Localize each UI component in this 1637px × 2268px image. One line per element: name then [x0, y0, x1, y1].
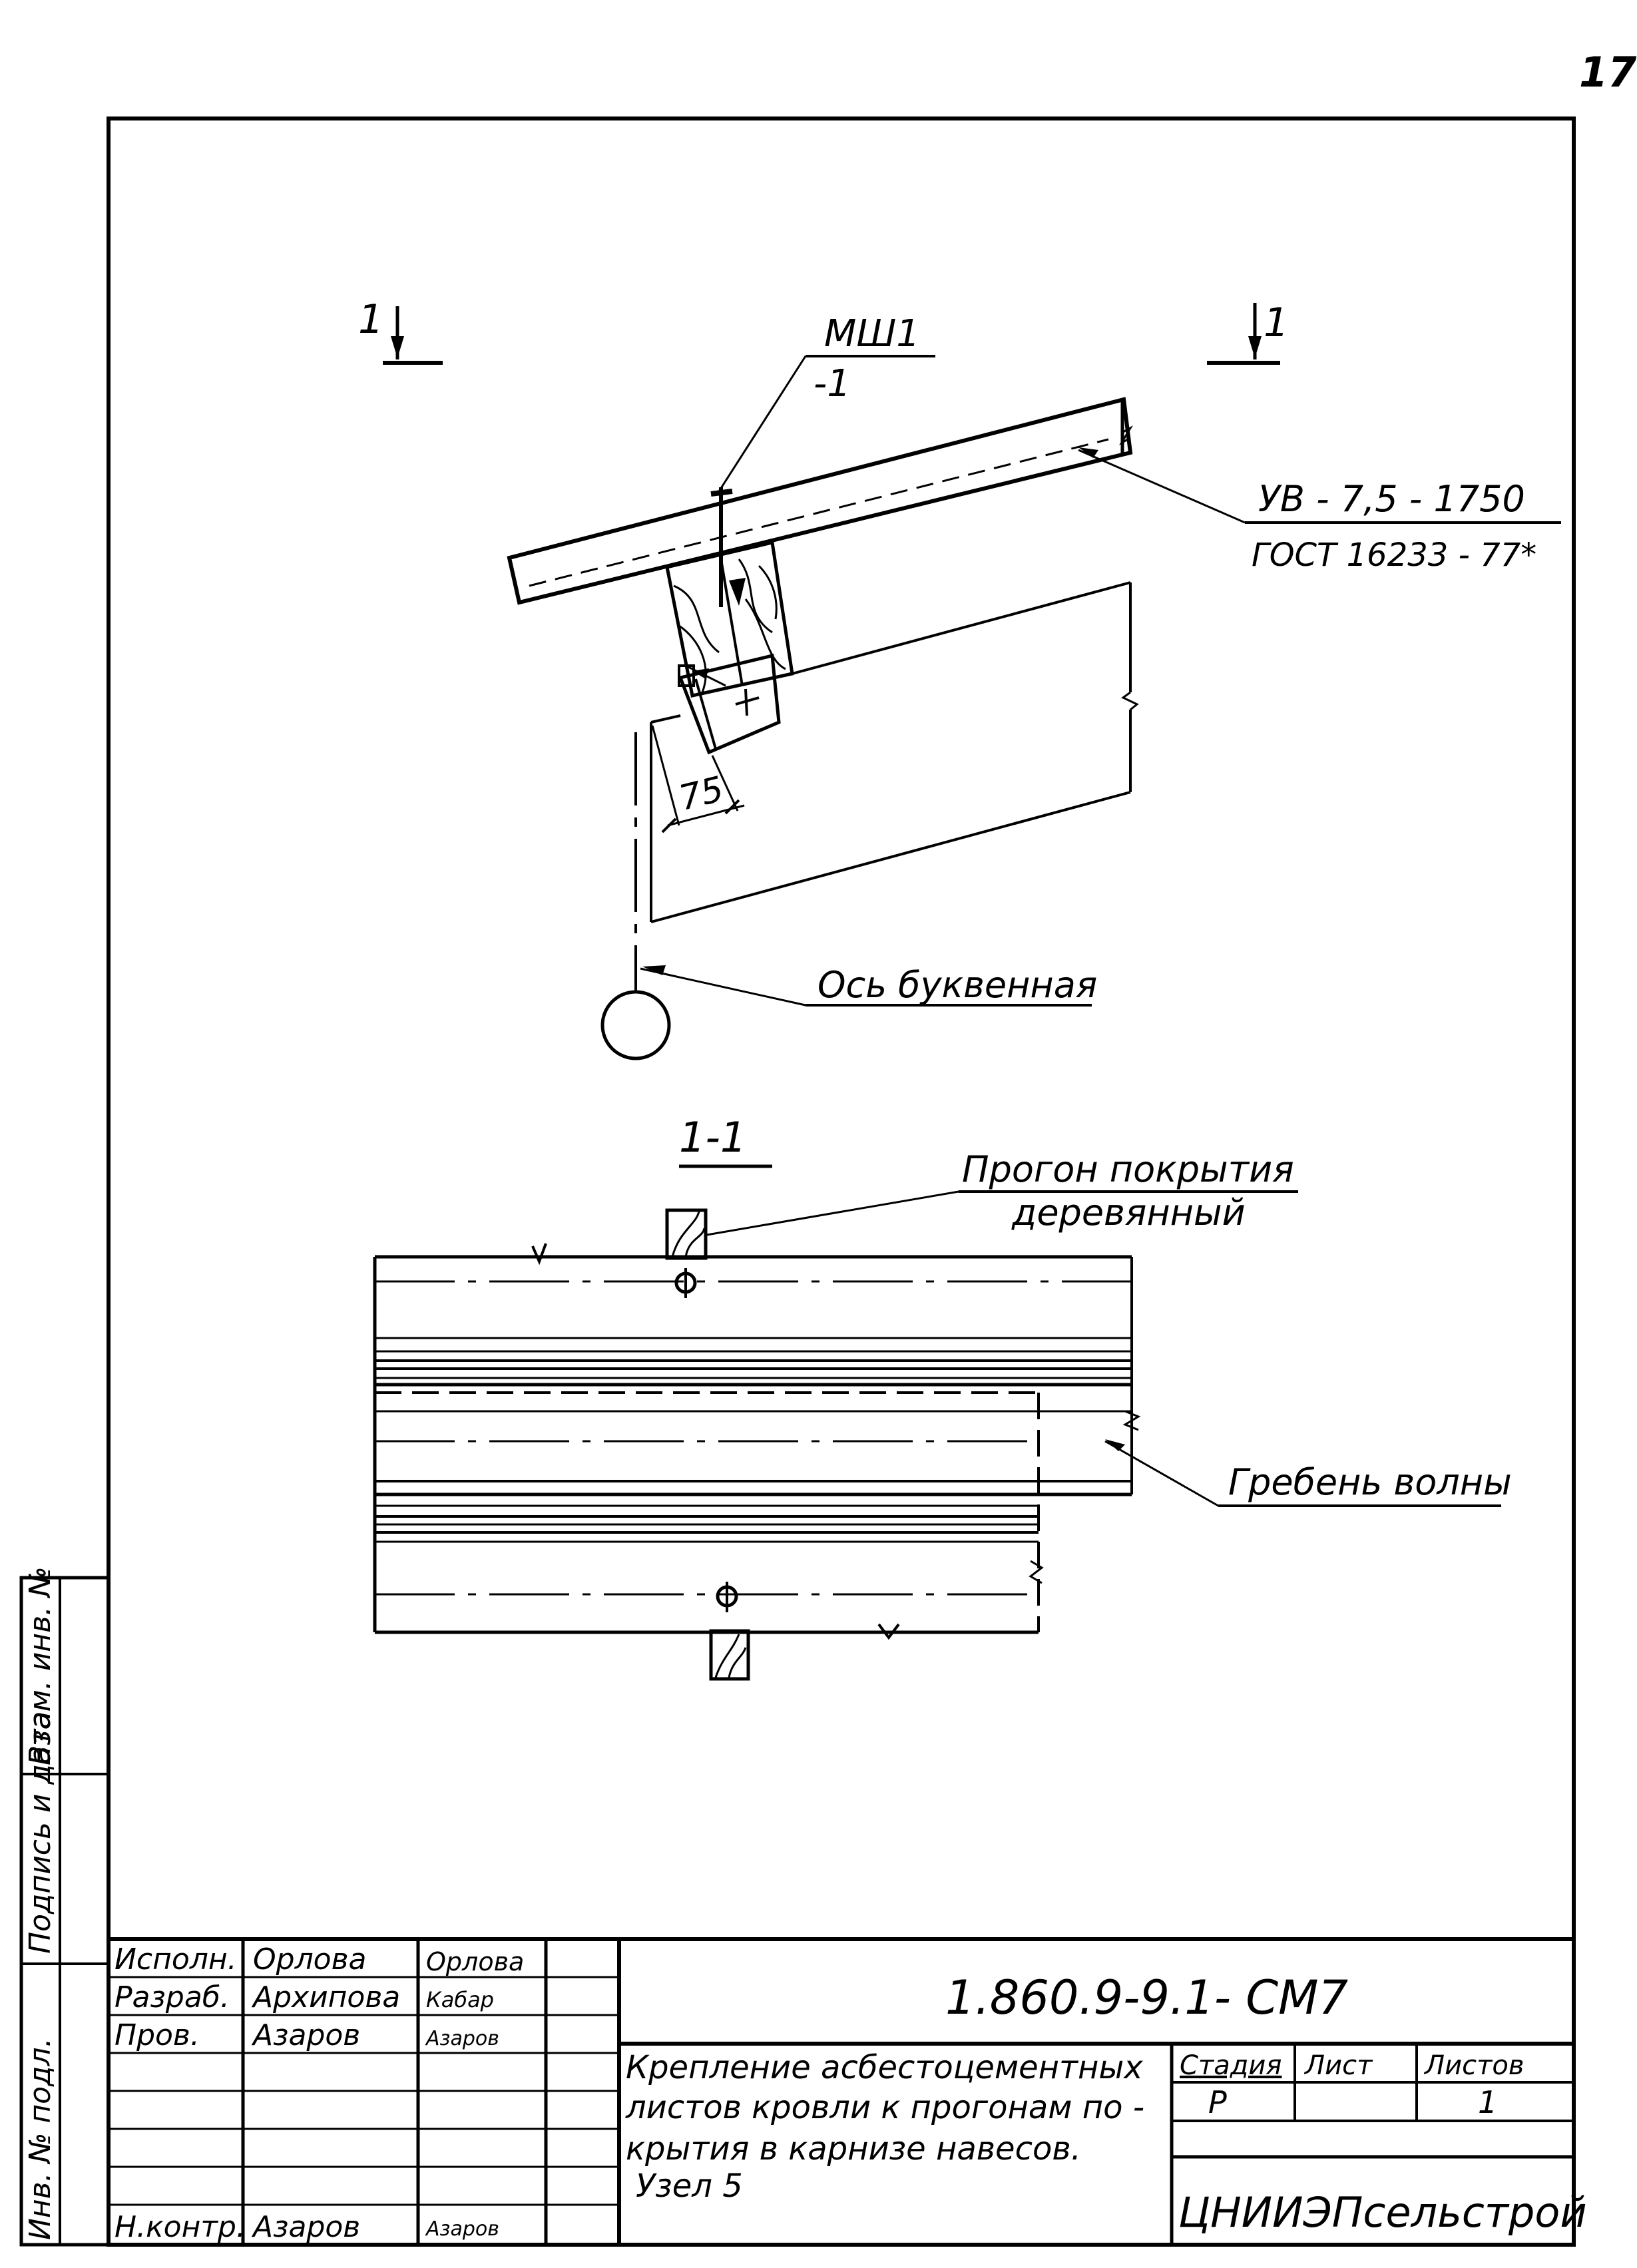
signatures-column: Орлова Кабар Азаров Азаров	[425, 1947, 524, 2241]
description-line-3: Узел 5	[636, 2167, 743, 2205]
sheets-label: Листов	[1423, 2050, 1524, 2081]
svg-text:1-1: 1-1	[679, 1113, 746, 1162]
description-line-1: листов кровли к прогонам по -	[625, 2089, 1144, 2126]
sheet-plan	[373, 1243, 1141, 1640]
hook-bolt	[710, 487, 746, 607]
name-1: Архипова	[251, 1980, 400, 2014]
sheets-value: 1	[1478, 2084, 1497, 2120]
svg-text:МШ1: МШ1	[824, 312, 920, 355]
roles-column: Исполн. Разраб. Пров. Н.контр.	[115, 1942, 246, 2244]
sheet-label: Лист	[1303, 2050, 1373, 2081]
page-number: 17	[1579, 48, 1637, 97]
svg-text:-1: -1	[814, 362, 851, 405]
signature-0: Орлова	[426, 1947, 524, 1976]
role-7: Н.контр.	[115, 2210, 246, 2244]
axis-label: Ось буквенная	[818, 964, 1097, 1006]
svg-text:1: 1	[1264, 300, 1289, 346]
crest-label: Гребень волны	[1104, 1439, 1512, 1507]
stage-value: Р	[1208, 2084, 1227, 2120]
names-column: Орлова Архипова Азаров Азаров	[251, 1942, 400, 2244]
description-line-2: крытия в карнизе навесов.	[626, 2130, 1081, 2167]
letter-axis: Ось буквенная	[600, 732, 1097, 1060]
title-block: Исполн. Разраб. Пров. Н.контр. Орлова Ар…	[109, 1937, 1587, 2245]
purlin-label: Прогон покрытия деревянный	[706, 1148, 1298, 1236]
name-0: Орлова	[253, 1942, 367, 1976]
sheet-frame	[107, 116, 1576, 2247]
name-7: Азаров	[251, 2210, 360, 2244]
svg-text:1: 1	[358, 296, 383, 343]
document-code: 1.860.9-9.1- СМ7	[945, 1970, 1348, 2025]
side-stamp: Инв. № подл. Подпись и дата Взам. инв. №	[19, 1566, 111, 2247]
description-line-0: Крепление асбестоцементных	[626, 2049, 1143, 2086]
sheet-designation-label: УВ - 7,5 - 1750 ГОСТ 16233 - 77*	[1078, 447, 1561, 574]
stamp-field-inv: Инв. № подл.	[23, 2038, 57, 2240]
stage-cells: Стадия Лист Листов Р 1	[1180, 2050, 1524, 2120]
organization: ЦНИИЭПсельстрой	[1178, 2188, 1587, 2237]
name-2: Азаров	[251, 2018, 360, 2052]
signature-1: Кабар	[426, 1987, 494, 2012]
section-title: 1-1	[679, 1113, 772, 1168]
section-1-1: 1-1	[373, 1113, 1512, 1681]
signature-2: Азаров	[425, 2027, 499, 2050]
svg-text:УВ - 7,5 - 1750: УВ - 7,5 - 1750	[1258, 478, 1525, 520]
role-2: Пров.	[115, 2018, 200, 2052]
asbestos-cement-sheet	[507, 397, 1134, 605]
role-0: Исполн.	[115, 1942, 237, 1976]
svg-text:Гребень волны: Гребень волны	[1228, 1461, 1512, 1503]
section-mark-right: 1	[1207, 300, 1289, 365]
truss-outline	[650, 581, 1139, 923]
stage-label: Стадия	[1180, 2050, 1282, 2081]
role-1: Разраб.	[115, 1980, 230, 2014]
purlin-cut-top	[665, 1208, 708, 1260]
purlin-cut-bottom	[709, 1629, 750, 1681]
section-mark-left: 1	[358, 296, 443, 365]
svg-text:Прогон покрытия: Прогон покрытия	[962, 1148, 1294, 1190]
svg-text:деревянный: деревянный	[1011, 1192, 1246, 1234]
hook-mark-label: МШ1 -1	[718, 312, 935, 492]
elevation-view: 1 1	[358, 296, 1561, 1060]
steel-bracket	[678, 653, 781, 755]
stamp-field-sign: Подпись и дата	[23, 1711, 57, 1954]
svg-text:ГОСТ 16233 - 77*: ГОСТ 16233 - 77*	[1252, 537, 1536, 574]
signature-7: Азаров	[425, 2217, 499, 2241]
drawing-description: Крепление асбестоцементных листов кровли…	[625, 2049, 1144, 2205]
stamp-field-replace: Взам. инв. №	[23, 1566, 57, 1765]
